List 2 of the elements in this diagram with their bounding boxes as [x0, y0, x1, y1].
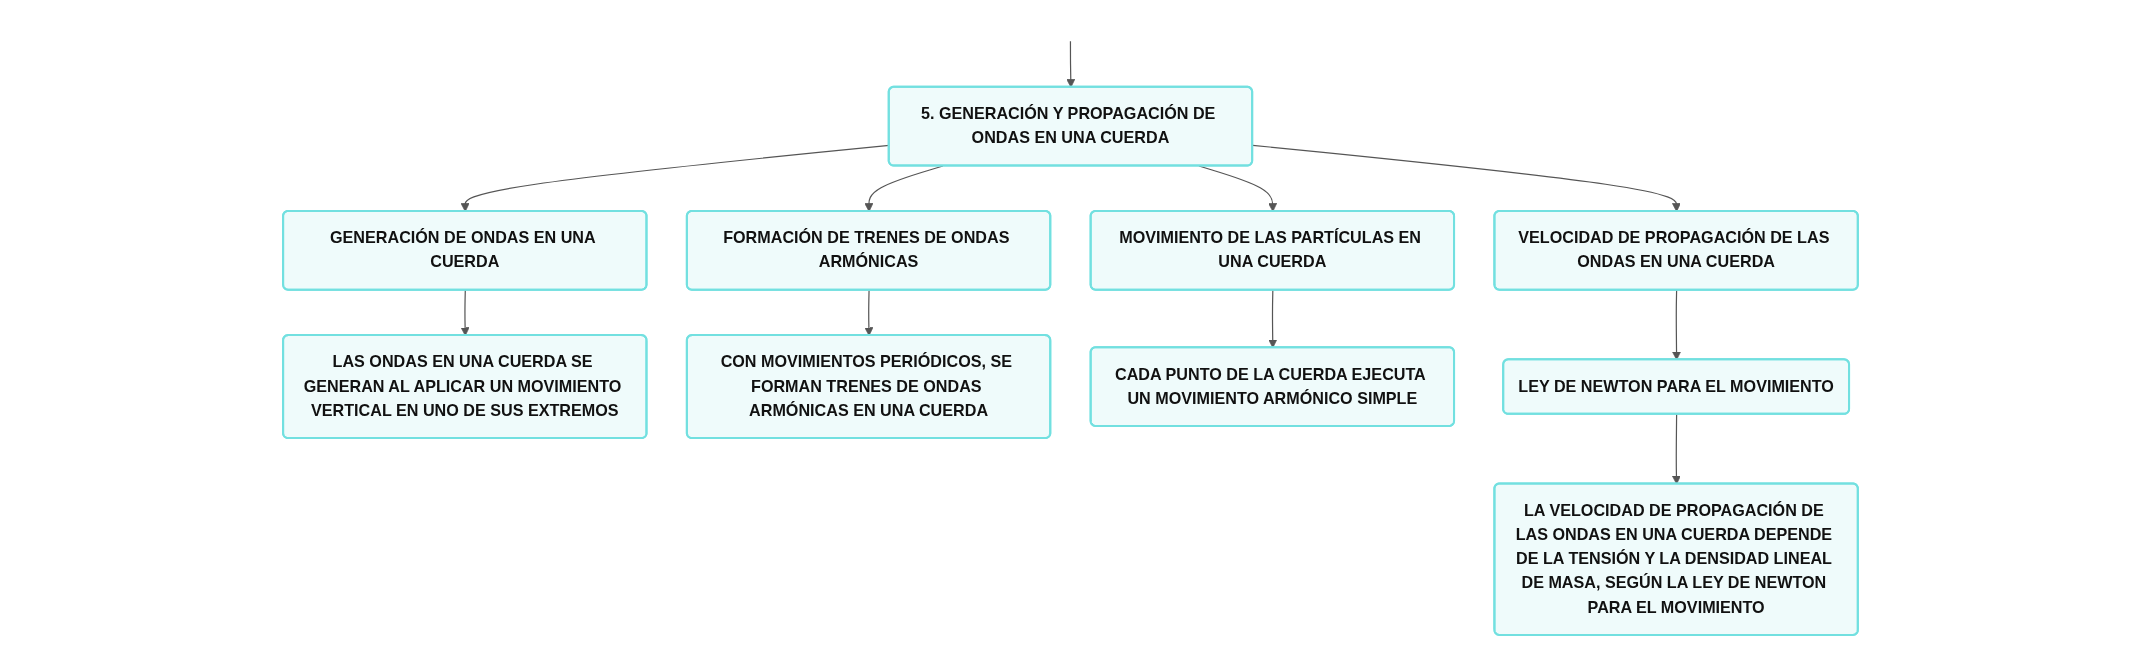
arrow	[864, 289, 873, 336]
arrow	[460, 289, 470, 336]
